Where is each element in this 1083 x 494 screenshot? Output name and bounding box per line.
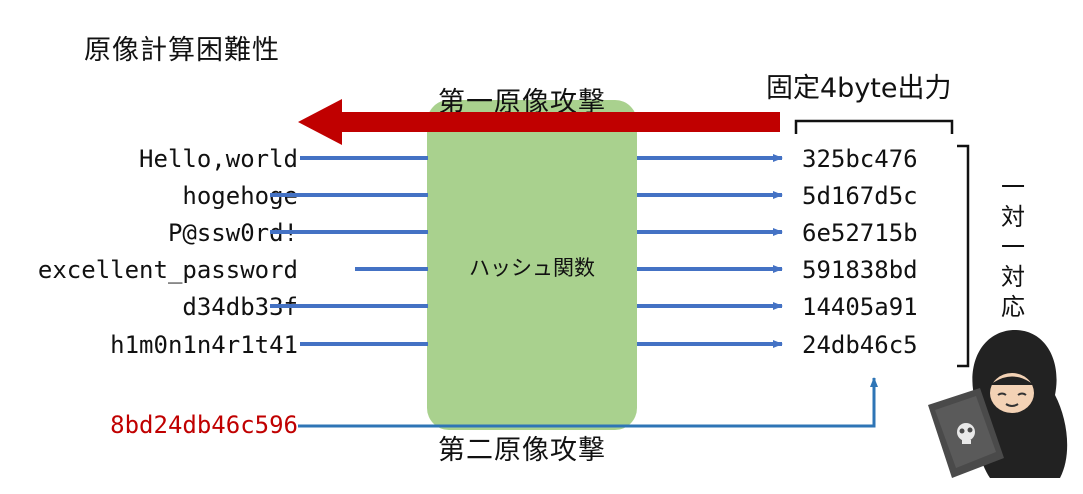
skull-laptop-icon [928,388,1004,478]
input-text: Hello,world [139,145,298,173]
hash-function-box [427,100,637,430]
output-hash: 24db46c5 [802,331,918,359]
fixed-output-label: 固定4byte出力 [766,73,952,104]
second-preimage-arrow [298,377,878,428]
one-to-one-char: 対 [1001,263,1025,291]
output-hash: 5d167d5c [802,182,918,210]
output-right-bracket [957,144,970,368]
output-hash: 591838bd [802,256,918,284]
output-hash: 6e52715b [802,219,918,247]
second-preimage-label: 第二原像攻撃 [438,435,606,466]
one-to-one-label: 一 対 一 対 応 [996,172,1030,322]
output-top-bracket [794,119,954,134]
attack-input-text: 8bd24db46c596 [110,411,298,439]
one-to-one-char: 一 [1001,233,1025,261]
input-text: excellent_password [37,256,298,284]
page-title: 原像計算困難性 [84,35,280,66]
one-to-one-char: 応 [1001,293,1025,321]
input-text: h1m0n1n4r1t41 [110,331,298,359]
output-hash: 14405a91 [802,293,918,321]
one-to-one-char: 一 [1001,173,1025,201]
hash-function-label: ハッシュ関数 [469,256,595,280]
input-arrows [270,156,428,346]
one-to-one-char: 対 [1001,203,1025,231]
first-preimage-arrow [298,99,780,145]
output-arrows [637,154,783,348]
output-hash: 325bc476 [802,145,918,173]
